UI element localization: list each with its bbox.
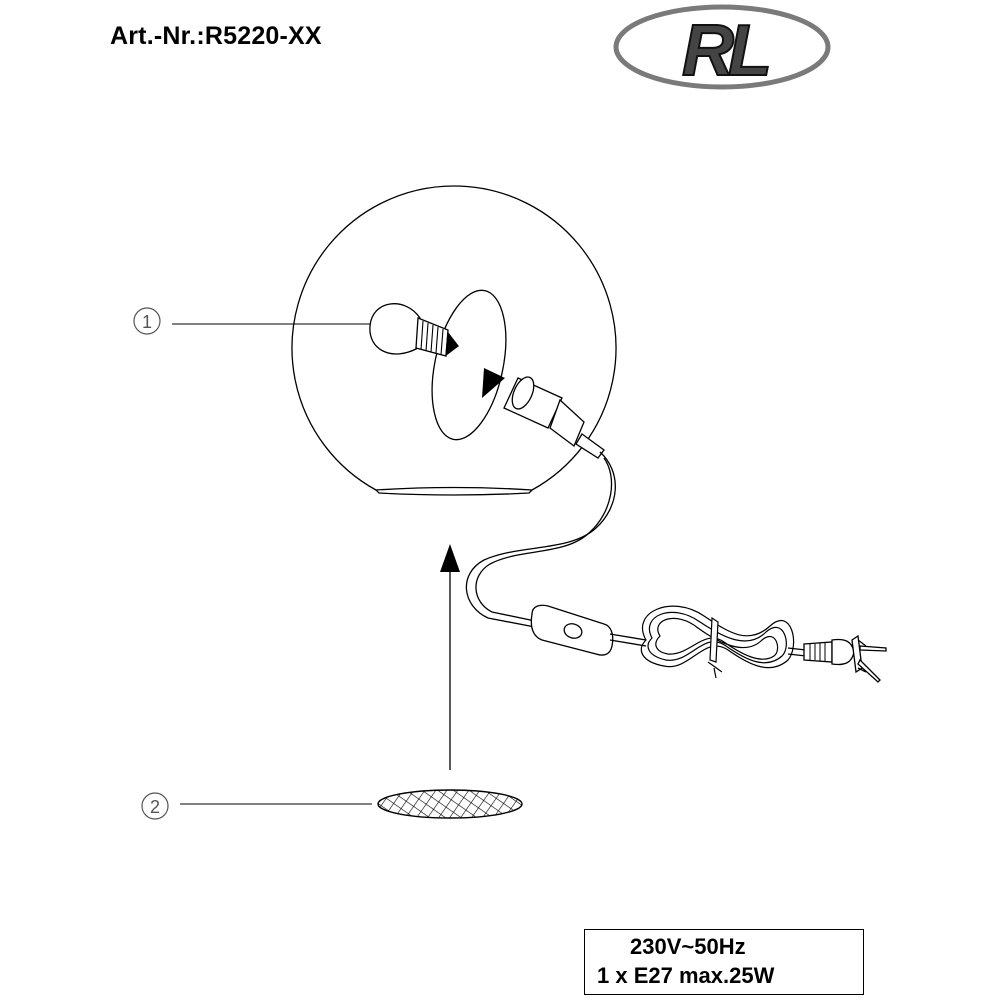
- globe-opening: [431, 289, 507, 441]
- article-number: Art.-Nr.:R5220-XX: [110, 22, 322, 50]
- power-cable: [465, 451, 616, 629]
- logo-oval: [613, 4, 831, 90]
- rl-logo: RL: [613, 4, 831, 92]
- bulb-spec: 1 x E27 max.25W: [597, 963, 775, 988]
- voltage-spec: 230V~50Hz: [630, 934, 746, 959]
- power-cable-2: [609, 633, 647, 647]
- callout-1-number: 1: [142, 312, 152, 332]
- light-bulb: [369, 303, 459, 357]
- callout-2-circle: [141, 792, 169, 820]
- power-cable-3: [787, 647, 807, 657]
- electrical-spec-box: 230V~50Hz 1 x E27 max.25W: [584, 929, 864, 995]
- glass-globe: [291, 185, 617, 496]
- coiled-cable: [640, 605, 795, 679]
- callout-1-circle: [133, 307, 161, 335]
- euro-plug: [803, 634, 887, 683]
- callout-2-number: 2: [150, 797, 160, 817]
- callout-1: 1: [133, 307, 370, 335]
- callout-2: 2: [141, 792, 372, 820]
- logo-text: RL: [682, 11, 768, 91]
- assembly-arrow: [440, 544, 460, 770]
- globe-base-ring: [374, 486, 534, 496]
- lamp-socket: [503, 376, 605, 459]
- base-pad: [377, 789, 523, 819]
- inline-switch: [530, 604, 614, 656]
- insert-arrow: [482, 368, 505, 398]
